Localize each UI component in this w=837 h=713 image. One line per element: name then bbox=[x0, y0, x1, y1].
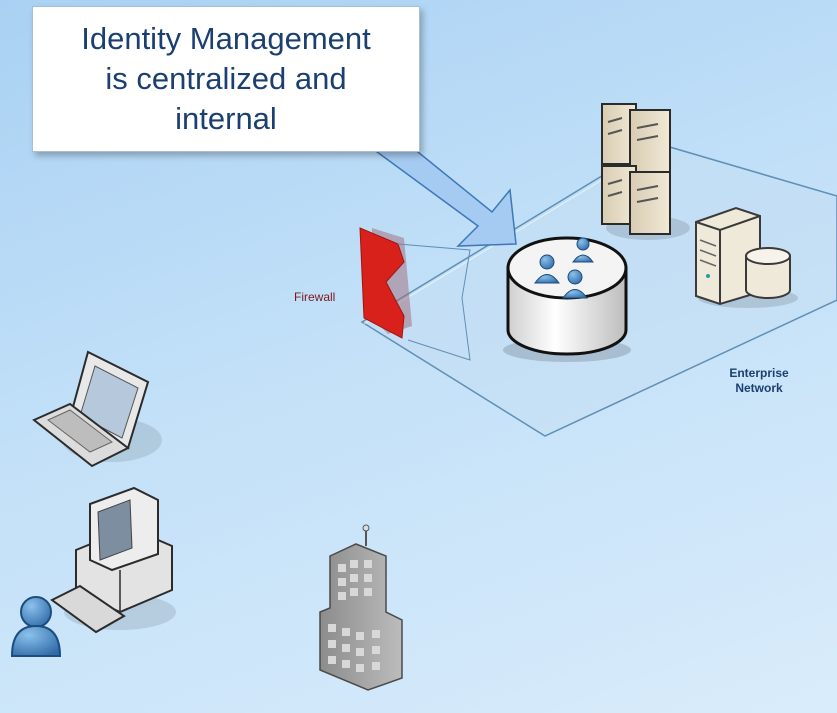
firewall-icon bbox=[359, 227, 471, 361]
identity-store-icon bbox=[503, 236, 631, 362]
office-building-icon bbox=[319, 524, 403, 691]
server-tower-icon bbox=[601, 103, 690, 240]
user-icon bbox=[10, 596, 62, 657]
user-icon bbox=[562, 269, 588, 299]
laptop-icon bbox=[32, 350, 162, 468]
desktop-computer-icon bbox=[50, 486, 176, 634]
database-server-icon bbox=[695, 206, 798, 308]
callout-box: Identity Management is centralized and i… bbox=[32, 6, 420, 152]
user-icon bbox=[534, 254, 560, 284]
user-icon bbox=[572, 237, 594, 263]
enterprise-network-label: Enterprise Network bbox=[729, 366, 789, 395]
firewall-label: Firewall bbox=[294, 290, 336, 304]
